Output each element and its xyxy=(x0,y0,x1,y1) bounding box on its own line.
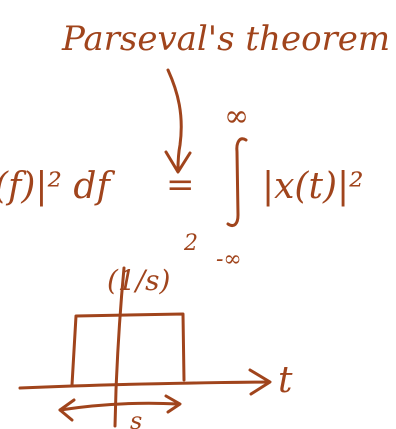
amplitude-label: (1/s) xyxy=(107,264,170,297)
rect-pulse xyxy=(70,312,186,387)
equation-lhs: (f)|² df xyxy=(0,166,115,207)
equals-sign: = xyxy=(166,165,195,205)
equation-rhs: |x(t)|² xyxy=(262,166,364,207)
integral-lower-limit: -∞ xyxy=(216,247,242,272)
annotation-title: Parseval's theorem xyxy=(61,19,390,59)
width-label-s: s xyxy=(130,407,142,429)
integral-sign xyxy=(226,137,248,228)
width-arrow-icon xyxy=(58,394,182,422)
integral-upper-limit: ∞ xyxy=(224,99,249,134)
amplitude-exponent: 2 xyxy=(183,231,198,256)
axis-label-t: t xyxy=(278,360,293,401)
pointer-arrow-icon xyxy=(164,68,192,174)
time-axis xyxy=(18,368,272,396)
